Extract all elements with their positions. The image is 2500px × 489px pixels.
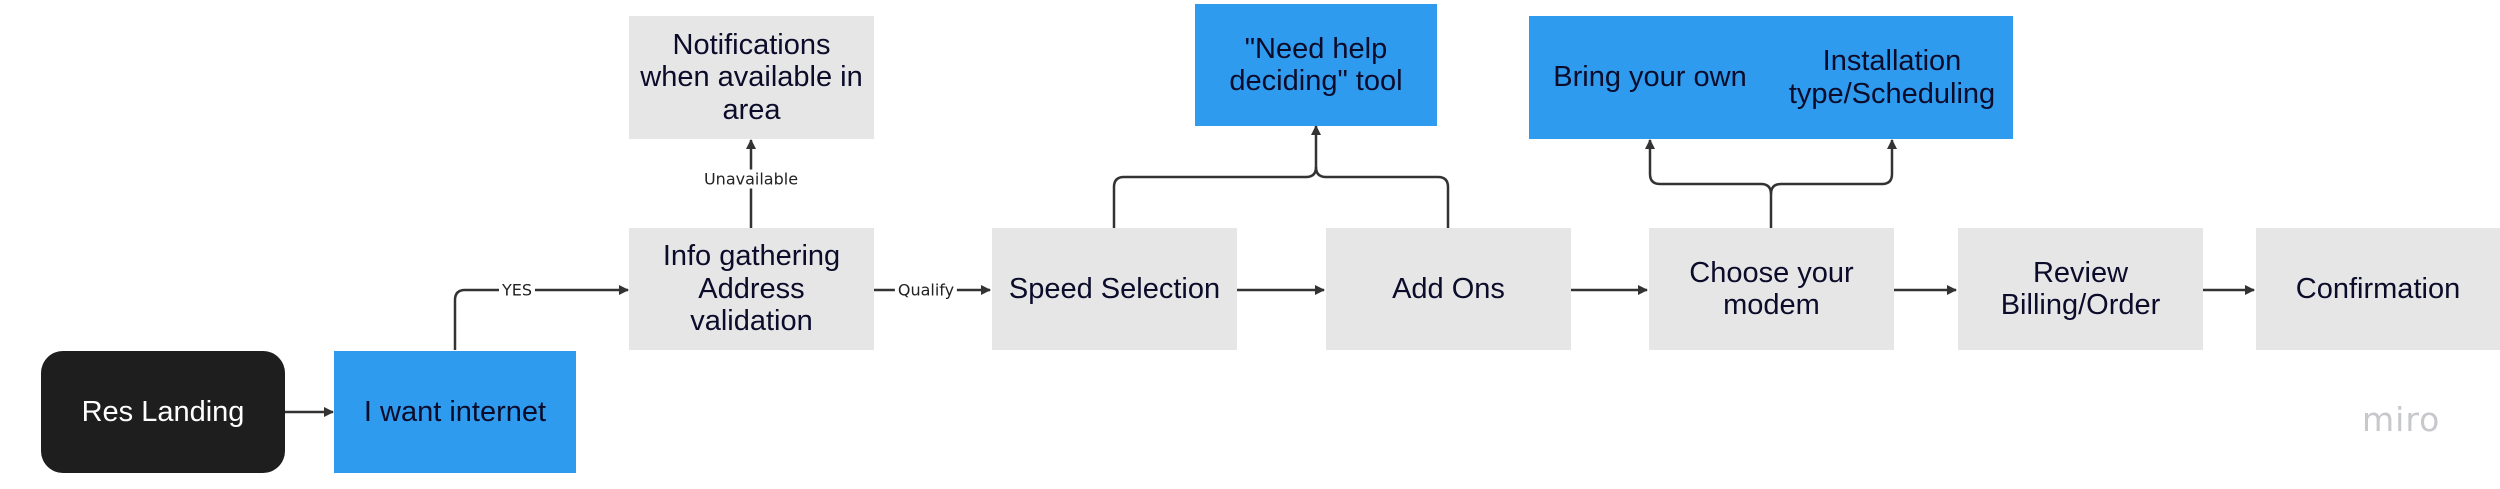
miro-watermark: miro bbox=[2362, 400, 2441, 439]
confirmation-node[interactable]: Confirmation bbox=[2256, 228, 2500, 350]
installation-scheduling-node[interactable]: Installation type/Scheduling bbox=[1771, 16, 2013, 139]
choose-modem-node[interactable]: Choose your modem bbox=[1649, 228, 1894, 350]
connector-addons-to-needhelp bbox=[1314, 166, 1450, 228]
add-ons-node[interactable]: Add Ons bbox=[1326, 228, 1571, 350]
notifications-node[interactable]: Notifications when available in area bbox=[629, 16, 874, 139]
connector-speed-to-needhelp bbox=[1112, 125, 1321, 228]
info-gathering-node[interactable]: Info gathering Address validation bbox=[629, 228, 874, 350]
i-want-internet-node[interactable]: I want internet bbox=[334, 351, 576, 473]
connector-modem-to-installation bbox=[1769, 139, 1897, 195]
bring-your-own-node[interactable]: Bring your own bbox=[1529, 16, 1771, 139]
speed-selection-node[interactable]: Speed Selection bbox=[992, 228, 1237, 350]
connector-want-to-info bbox=[453, 285, 629, 350]
need-help-deciding-node[interactable]: "Need help deciding" tool bbox=[1195, 4, 1437, 126]
res-landing-node[interactable]: Res Landing bbox=[41, 351, 285, 473]
edge-label-qualify: Qualify bbox=[894, 280, 958, 300]
connector-modem-to-bring bbox=[1645, 139, 1773, 228]
edge-label-yes: YES bbox=[498, 280, 536, 300]
edge-label-unavailable: Unavailable bbox=[700, 169, 802, 189]
review-billing-order-node[interactable]: Review Billing/Order bbox=[1958, 228, 2203, 350]
